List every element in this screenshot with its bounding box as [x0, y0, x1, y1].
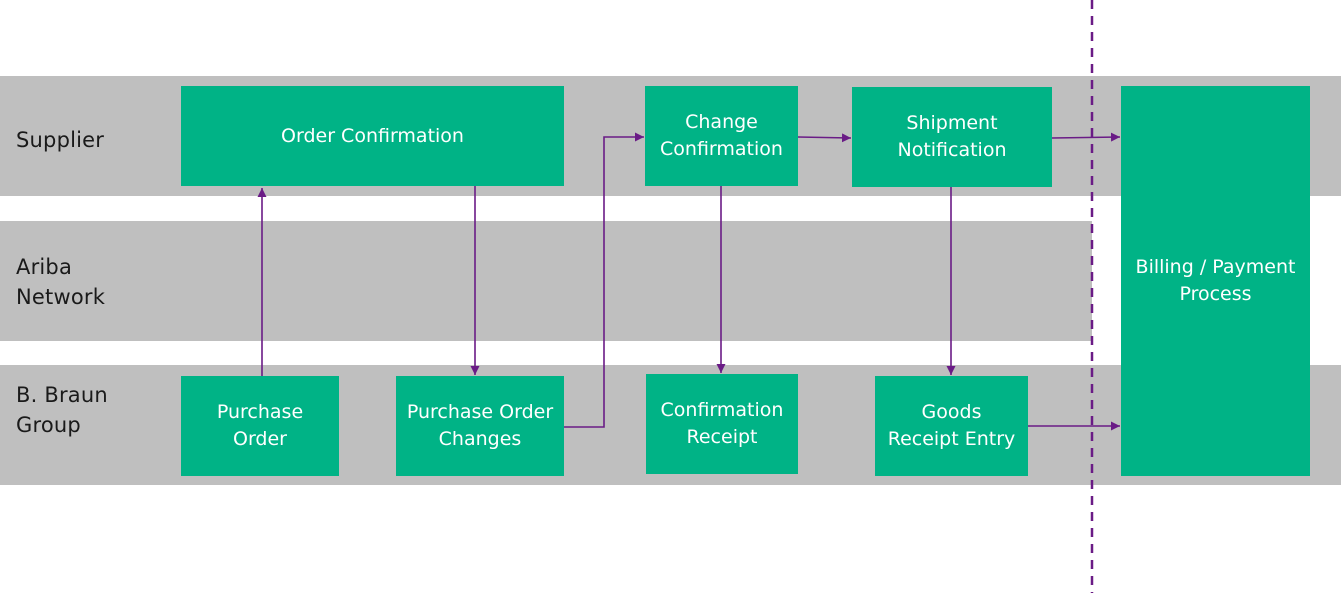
box-purchase-order-changes: Purchase Order Changes [396, 376, 564, 476]
lane-label-ariba-network: Ariba Network [16, 255, 106, 309]
lane-label-braun-group: B. Braun Group [16, 383, 108, 437]
box-purchase-order: Purchase Order [181, 376, 339, 476]
box-order-confirmation: Order Confirmation [181, 86, 564, 186]
arrow-change-confirmation-to-shipment-notification [797, 133, 852, 143]
lane-label-supplier: Supplier [16, 128, 105, 152]
arrow-shipment-notification-to-billing [1051, 132, 1121, 142]
box-shipment-notification: Shipment Notification [852, 87, 1052, 187]
box-goods-receipt-entry: Goods Receipt Entry [875, 376, 1028, 476]
arrow-po-changes-to-change-confirmation [564, 132, 644, 428]
box-billing-payment-process: Billing / Payment Process [1121, 86, 1310, 476]
lane-ariba-network [0, 221, 1092, 341]
box-change-confirmation: Change Confirmation [645, 86, 798, 186]
box-confirmation-receipt: Confirmation Receipt [646, 374, 798, 474]
